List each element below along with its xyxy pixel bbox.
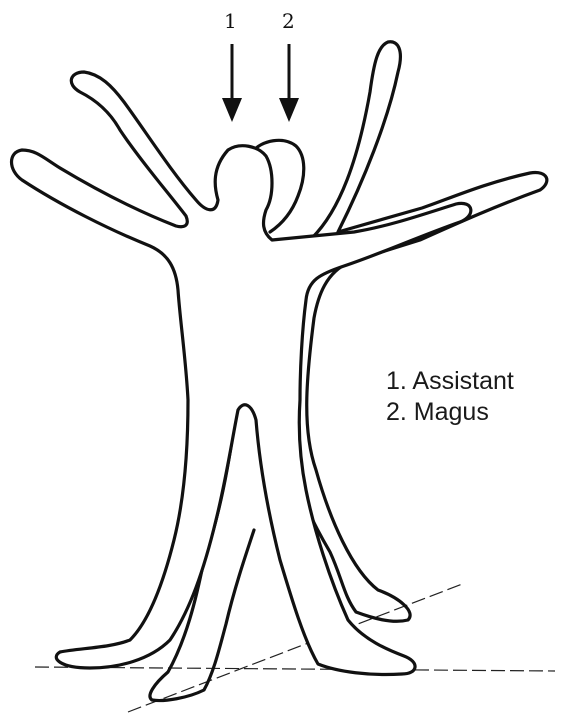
marker-1-arrow-head-icon — [222, 98, 242, 122]
legend-item-assistant: 1. Assistant — [386, 366, 514, 397]
marker-2-arrow-head-icon — [279, 98, 299, 122]
marker-2-label: 2 — [282, 9, 295, 33]
legend-item-magus: 2. Magus — [386, 397, 514, 428]
magus-figure-outline — [294, 42, 547, 622]
legend: 1. Assistant 2. Magus — [386, 366, 514, 428]
marker-1: 1 — [222, 9, 242, 122]
marker-1-label: 1 — [224, 9, 237, 33]
marker-2: 2 — [279, 9, 299, 122]
